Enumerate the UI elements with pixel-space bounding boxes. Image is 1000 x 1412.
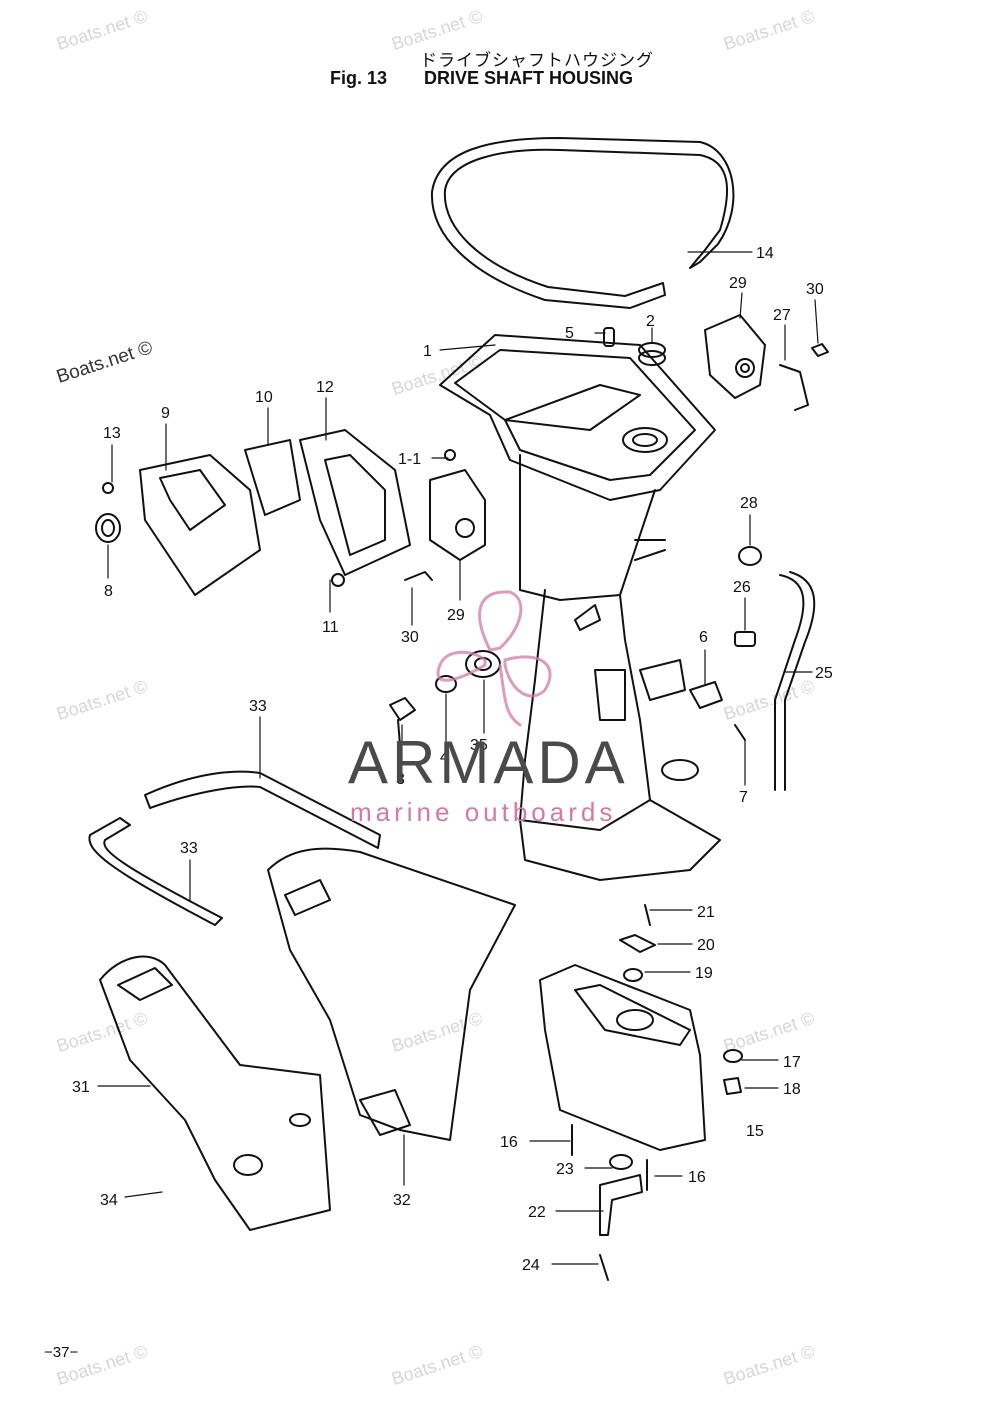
callout-number: 30 [806,281,824,298]
part-grommet [638,342,666,366]
callout-number: 24 [522,1257,540,1274]
callout-number: 27 [773,307,791,324]
part-cover-assembly [95,429,411,596]
leader-lines [97,251,819,1265]
page-number: −37− [44,1344,79,1361]
part-bushing-set [389,650,501,746]
part-top-seal [430,137,735,309]
callout-number: 19 [695,965,713,982]
callout-number: 28 [740,495,758,512]
callout-number: 12 [316,379,334,396]
part-upper-mount-right [704,314,766,399]
callout-number: 35 [470,737,488,754]
callout-number: 17 [783,1054,801,1071]
part-seal-strip [88,770,381,926]
callout-number: 22 [528,1204,546,1221]
part-lower-cover-right [267,847,516,1141]
callout-number: 9 [161,405,170,422]
callout-number: 29 [729,275,747,292]
callout-number: 31 [72,1079,90,1096]
callout-number: 14 [756,245,774,262]
title-japanese: ドライブシャフトハウジング [420,51,654,70]
callout-number: 10 [255,389,273,406]
callout-number: 6 [699,629,708,646]
callout-number: 1 [423,343,432,360]
part-hose-assembly [689,546,816,791]
callout-number: 3 [396,771,405,788]
figure-label: Fig. 13 [330,68,388,88]
callout-number: 16 [500,1134,518,1151]
callout-number: 15 [746,1123,764,1140]
callout-number: 32 [393,1192,411,1209]
callout-number: 18 [783,1081,801,1098]
callout-number: 4 [440,749,449,766]
callout-number: 29 [447,607,465,624]
watermark-brand-tagline: marine outboards [350,797,617,827]
callout-number: 7 [739,789,748,806]
armada-propeller-logo [436,590,552,727]
page-title: DRIVE SHAFT HOUSING [424,68,634,88]
callout-number: 11 [322,619,339,636]
callout-number: 33 [249,698,267,715]
callout-number: 2 [646,313,655,330]
callout-number: 1-1 [398,451,421,468]
part-lower-mount [331,449,486,587]
callout-number: 23 [556,1161,574,1178]
part-lower-cover-left [99,955,331,1231]
callout-number: 21 [697,904,715,921]
part-lower-case [539,904,743,1281]
part-pin [603,327,615,347]
callout-number: 30 [401,629,419,646]
callout-number: 33 [180,840,198,857]
callout-number: 13 [103,425,121,442]
callout-number: 25 [815,665,833,682]
callout-number: 16 [688,1169,706,1186]
part-bracket [779,343,829,411]
callout-number: 34 [100,1192,118,1209]
callout-number: 5 [565,325,574,342]
callout-number: 20 [697,937,715,954]
callout-number: 26 [733,579,751,596]
callout-number: 8 [104,583,113,600]
part-drive-shaft-housing [439,334,721,881]
watermark-brand: ARMADA [348,729,629,796]
